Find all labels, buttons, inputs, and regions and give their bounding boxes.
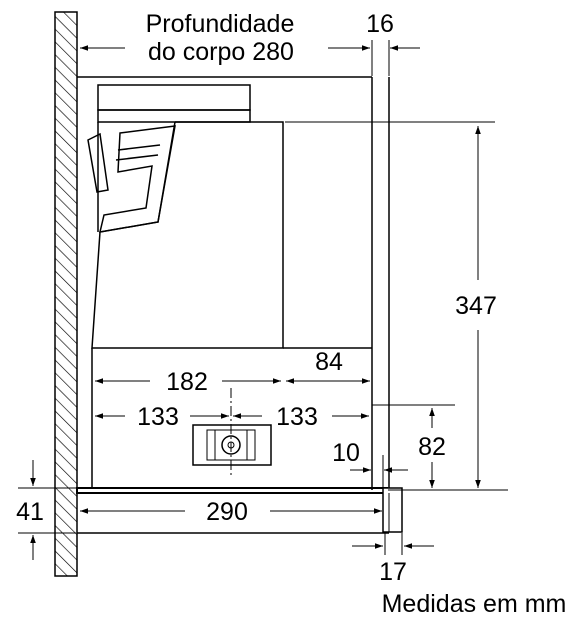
fan-motor xyxy=(192,424,272,466)
dim-17 xyxy=(352,533,434,555)
dim-41 xyxy=(18,460,76,560)
dim-290-label: 290 xyxy=(206,498,248,526)
dim-16-label: 16 xyxy=(366,10,394,38)
dim-10 xyxy=(350,455,408,487)
dim-82-label: 82 xyxy=(418,433,446,461)
wall xyxy=(54,11,78,577)
depth-label-line1: Profundidade xyxy=(146,10,295,38)
dim-84-label: 84 xyxy=(315,348,343,376)
dim-133-right-label: 133 xyxy=(276,403,318,431)
dim-41-label: 41 xyxy=(16,498,44,526)
dim-10-label: 10 xyxy=(332,439,360,467)
dim-16 xyxy=(371,40,420,76)
dim-182-label: 182 xyxy=(166,368,208,396)
dim-133-left-label: 133 xyxy=(137,403,179,431)
dim-347-label: 347 xyxy=(455,292,497,320)
dim-347 xyxy=(285,121,508,491)
units-note: Medidas em mm xyxy=(382,590,567,618)
pull-out-panel xyxy=(76,487,403,533)
depth-label-line2: do corpo 280 xyxy=(148,38,294,66)
dim-82 xyxy=(372,404,455,488)
dim-17-label: 17 xyxy=(379,558,407,586)
cabinet-outline xyxy=(77,76,390,534)
hood-body xyxy=(87,84,372,488)
